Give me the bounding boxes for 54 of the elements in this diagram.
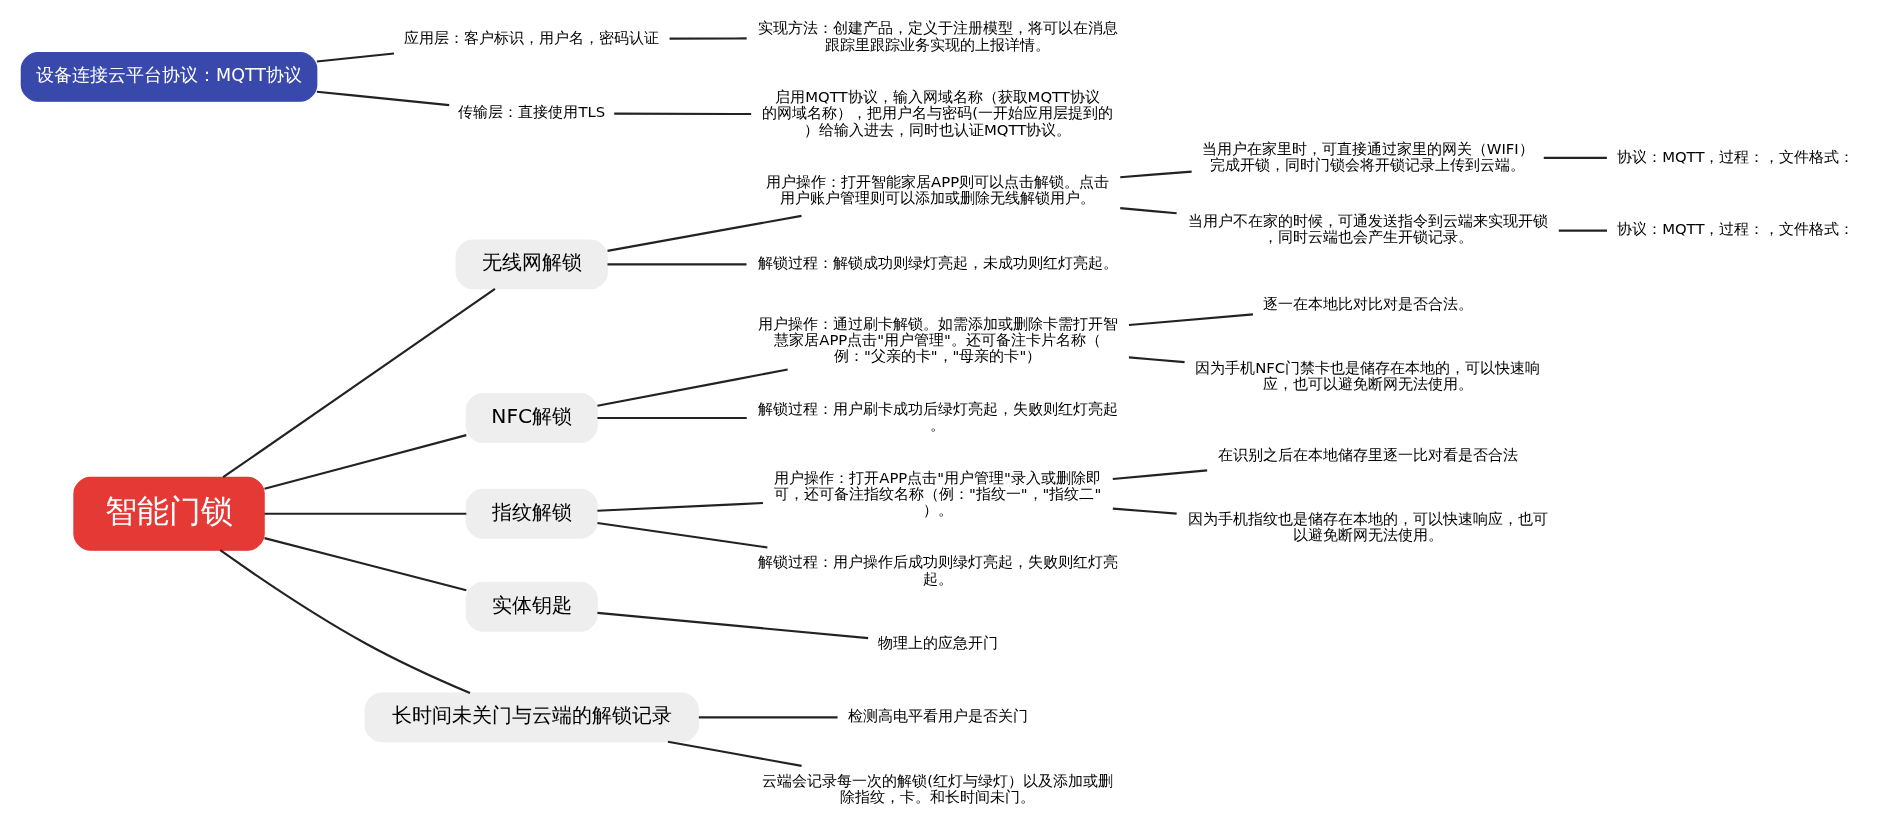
node-text: 因为手机NFC门禁卡也是储存在本地的，可以快速响应，也可以避免断网无法使用。 — [1194, 359, 1540, 393]
node-box: 无线网解锁 — [455, 239, 608, 290]
node-text: 逐一在本地比对比对是否合法。 — [1262, 294, 1473, 312]
node-text: 用户操作：打开智能家居APP则可以点击解锁。点击用户账户管理则可以添加或删除无线解锁用户。 — [765, 173, 1109, 207]
connector — [264, 512, 466, 515]
connector — [596, 416, 747, 420]
connector — [316, 52, 394, 63]
node-text: 因为手机指纹也是储存在本地的，可以快速响应，也可以避免断网无法使用。 — [1187, 510, 1548, 544]
connector — [667, 740, 802, 767]
connector — [1558, 229, 1607, 232]
node-text: 当用户在家里时，可直接通过家里的网关（WIFI）完成开锁，同时门锁会将开锁记录上传到云端。 — [1201, 139, 1534, 173]
connector — [1543, 156, 1607, 159]
node-text: 传输层：直接使用TLS — [457, 103, 605, 121]
node-text: 在识别之后在本地储存里逐一比对看是否合法 — [1217, 445, 1518, 463]
node-text: 用户操作：通过刷卡解锁。如需添加或删除卡需打开智慧家居APP点击"用户管理"。还可备注卡片名称（例："父亲的卡"，"母亲的卡"） — [757, 314, 1118, 365]
connector — [596, 368, 788, 407]
connector — [596, 611, 868, 640]
connector — [316, 90, 449, 107]
node-text: 当用户不在家的时候，可通发送指令到云端来实现开锁，同时云端也会产生开锁记录。 — [1187, 212, 1548, 246]
node-text: 协议：MQTT，过程：，文件格式： — [1616, 147, 1854, 165]
node-box: NFC解锁 — [465, 393, 598, 443]
node-box: 设备连接云平台协议：MQTT协议 — [20, 51, 317, 102]
connector — [698, 716, 838, 719]
node-text: 应用层：客户标识，用户名，密码认证 — [403, 28, 659, 46]
connector — [596, 501, 763, 512]
node-text: 协议：MQTT，过程：，文件格式： — [1616, 220, 1854, 238]
connector — [1112, 507, 1177, 515]
node-text: 解锁过程：用户刷卡成功后绿灯亮起，失败则红灯亮起。 — [757, 399, 1118, 433]
node-box: 指纹解锁 — [465, 488, 598, 539]
connector — [613, 112, 751, 116]
connector — [1119, 207, 1177, 215]
connector — [219, 549, 470, 695]
node-text: 用户操作：打开APP点击"用户管理"录入或删除即可，还可备注指纹名称（例："指纹一"，"指纹二"）。 — [773, 468, 1101, 518]
connector — [1112, 469, 1207, 481]
node-text: 实现方法：创建产品，定义于注册模型，将可以在消息跟踪里跟踪业务实现的上报详情。 — [757, 19, 1118, 53]
connector — [607, 263, 746, 266]
node-text: 解锁过程：解锁成功则绿灯亮起，未成功则红灯亮起。 — [757, 254, 1118, 272]
connector — [1119, 170, 1192, 179]
node-box: 长时间未关门与云端的解锁记录 — [364, 692, 699, 743]
connector — [606, 214, 802, 252]
connector — [263, 537, 467, 592]
connector — [263, 434, 467, 490]
connector — [1128, 313, 1253, 327]
connector — [669, 37, 747, 40]
connector — [222, 288, 496, 479]
connector — [596, 521, 767, 549]
node-text: 物理上的应急开门 — [877, 634, 998, 652]
node-box: 智能门锁 — [72, 476, 265, 551]
node-text: 云端会记录每一次的解锁(红灯与绿灯）以及添加或删除指纹，卡。和长时间未门。 — [761, 771, 1113, 806]
node-text: 启用MQTT协议，输入网域名称（获取MQTT协议的网域名称），把用户名与密码(一开始应用层提到的）给输入进去，同时也认证MQTT协议。 — [761, 88, 1113, 138]
node-text: 检测高电平看用户是否关门 — [847, 707, 1028, 725]
node-text: 解锁过程：用户操作后成功则绿灯亮起，失败则红灯亮起。 — [757, 553, 1118, 587]
node-box: 实体钥匙 — [465, 581, 598, 632]
connector — [1128, 356, 1185, 364]
